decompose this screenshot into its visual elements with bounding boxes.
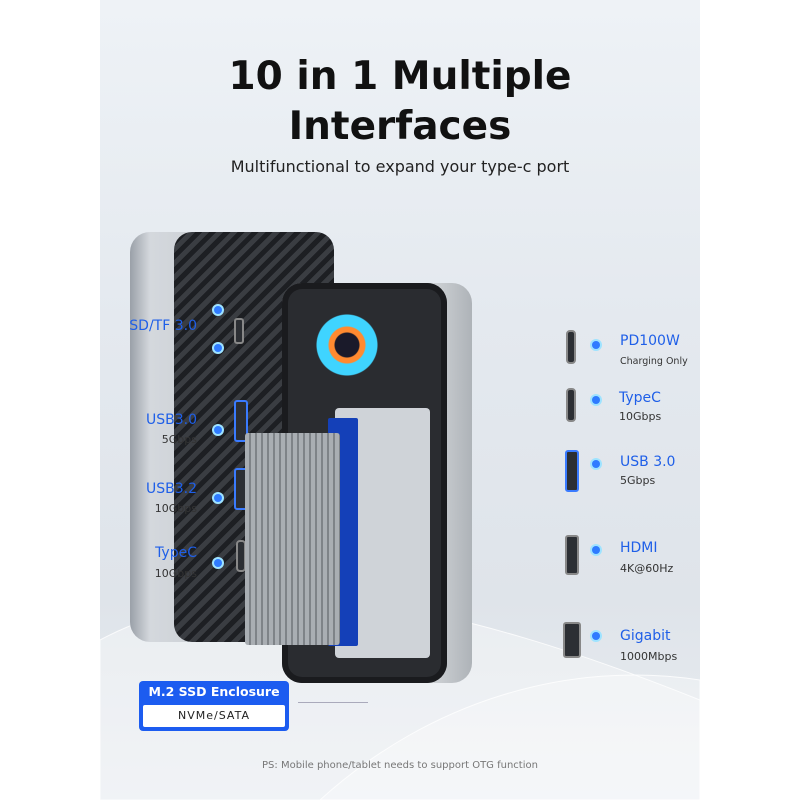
callout-dot [214,559,222,567]
callout-line [298,702,368,703]
callout-dot [214,344,222,352]
label-gigabit: Gigabit [620,628,671,644]
callout-dot [214,426,222,434]
label-typec-right: TypeC [619,390,661,406]
callout-dot [592,546,600,554]
label-usb32: USB3.2 [145,481,197,497]
headline-line-1: 10 in 1 Multiple [228,54,572,99]
subtitle: Multifunctional to expand your type-c po… [230,157,570,176]
callout-dot [592,460,600,468]
lan-port [563,622,581,658]
usb-port [565,450,579,492]
usb-port [234,400,248,442]
spec-hdmi: 4K@60Hz [620,562,674,575]
spec-usb30-right: 5Gbps [620,474,656,487]
spec-usb32: 10Gbps [154,502,197,515]
callout-dot [592,632,600,640]
enclosure-badge: M.2 SSD Enclosure NVMe/SATA [139,681,289,731]
callout-dot [214,306,222,314]
typec-port [566,388,576,422]
footnote: PS: Mobile phone/tablet needs to support… [262,760,538,771]
spec-usb30-left: 5Gbps [161,433,197,446]
enclosure-badge-title: M.2 SSD Enclosure [148,684,280,699]
label-usb30-left: USB3.0 [145,412,197,428]
callout-dot [592,341,600,349]
label-usb30-right: USB 3.0 [620,454,676,470]
spec-pd100w: Charging Only [620,356,688,367]
headline-line-2: Interfaces [288,104,512,149]
callout-dot [592,396,600,404]
headline: 10 in 1 Multiple Interfaces [100,52,700,152]
label-typec-left: TypeC [155,545,197,561]
background-wave [319,674,700,800]
ssd-heatsink [245,433,340,645]
spec-gigabit: 1000Mbps [620,650,678,663]
label-hdmi: HDMI [620,540,658,556]
pd-port [566,330,576,364]
label-sdtf: SD/TF 3.0 [129,318,197,334]
callout-dot [214,494,222,502]
fan-icon [312,310,382,380]
sd-slot [234,318,244,344]
spec-typec-right: 10Gbps [619,410,662,423]
enclosure-badge-subtitle: NVMe/SATA [143,705,285,727]
spec-typec-left: 10Gbps [154,567,197,580]
label-pd100w: PD100W [620,333,680,349]
hdmi-port [565,535,579,575]
